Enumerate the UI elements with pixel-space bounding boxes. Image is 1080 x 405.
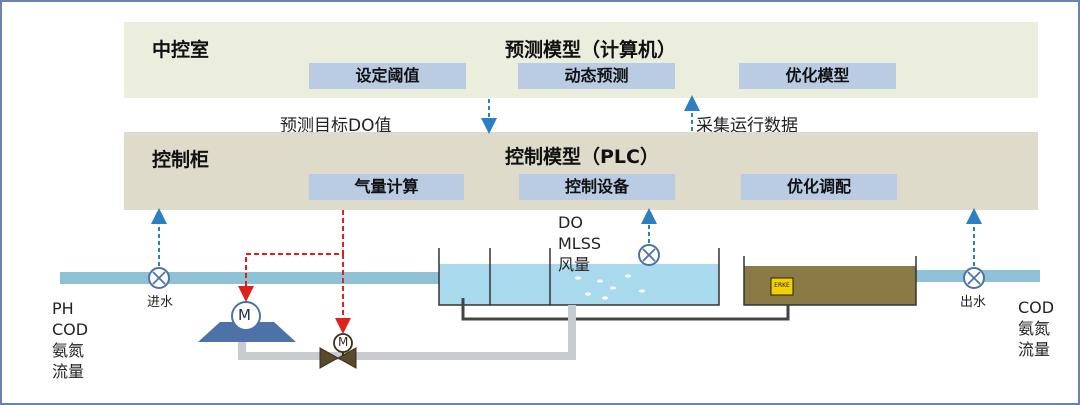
aeration-tank-walls [438,248,720,306]
blower-motor-label: M [238,306,251,324]
control-cabinet-title: 控制柜 [152,149,210,171]
inlet-param-flow: 流量 [52,362,85,381]
air-supply-pipe [238,352,576,360]
air-bubbles [575,274,645,300]
inlet-param-cod: COD [52,320,89,339]
target-do-label: 预测目标DO值 [280,116,392,136]
main-pipe [60,272,442,284]
module-control-equipment: 控制设备 [519,174,675,200]
module-dynamic-prediction: 动态预测 [518,63,675,89]
clarifier-badge [770,277,794,296]
outlet-param-flow: 流量 [1018,340,1051,359]
valve-motor-label: M [338,335,349,349]
outlet-parameters: COD 氨氮 流量 [1018,297,1054,360]
blower-motor [231,301,261,331]
inlet-label: 进水 [147,295,174,310]
blower-body [198,322,296,342]
inlet-param-ph: PH [52,299,74,318]
air-riser-pipe [568,305,576,360]
sensor-line-do: DO [558,213,583,232]
control-room-title: 中控室 [152,39,210,61]
inlet-param-nh3: 氨氮 [52,341,85,360]
blower-outlet-pipe [238,338,246,360]
outlet-param-cod: COD [1018,298,1055,317]
prediction-model-title: 预测模型（计算机） [505,39,677,61]
outlet-param-nh3: 氨氮 [1018,319,1051,338]
sensor-line-air: 风量 [558,255,591,274]
clarifier-badge-text: ERKE [774,282,790,289]
arrow-to-blower [238,210,344,302]
collect-data-label: 采集运行数据 [696,116,798,136]
module-air-calculation: 气量计算 [309,174,464,200]
sensor-line-mlss: MLSS [558,234,602,253]
clarifier-walls [743,256,917,306]
tank-sensor-labels: DO MLSS 风量 [558,212,601,275]
outlet-label: 出水 [960,295,987,310]
module-optimize-dispatch: 优化调配 [741,174,897,200]
valve-body [319,347,357,369]
module-optimization-model: 优化模型 [739,63,896,89]
clarifier-sludge [744,266,916,305]
return-line [461,298,790,321]
inlet-parameters: PH COD 氨氮 流量 [52,298,88,382]
aeration-tank-water [439,264,719,305]
valve-actuator [333,333,353,353]
control-model-title: 控制模型（PLC） [505,146,659,168]
module-set-threshold: 设定阈值 [309,63,466,89]
